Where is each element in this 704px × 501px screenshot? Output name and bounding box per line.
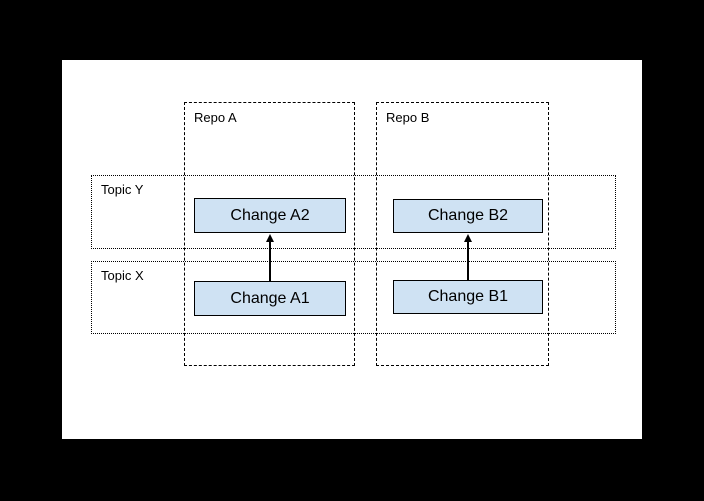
change-b2-label: Change B2 bbox=[427, 207, 509, 224]
topic-x-band: Topic X bbox=[91, 261, 616, 334]
arrow-line bbox=[467, 241, 469, 280]
change-b2-box: Change B2 bbox=[393, 199, 543, 233]
change-a2-box: Change A2 bbox=[194, 198, 346, 233]
topic-y-band: Topic Y bbox=[91, 175, 616, 249]
arrow-b1-to-b2 bbox=[464, 234, 472, 280]
change-b1-label: Change B1 bbox=[427, 288, 509, 305]
repo-a-container: Repo A bbox=[184, 102, 355, 366]
repo-b-label: Repo B bbox=[386, 110, 430, 125]
repo-a-label: Repo A bbox=[194, 110, 237, 125]
arrow-line bbox=[269, 241, 271, 281]
repo-b-container: Repo B bbox=[376, 102, 549, 366]
topic-y-label: Topic Y bbox=[101, 182, 144, 197]
change-a1-label: Change A1 bbox=[230, 289, 310, 307]
change-a1-box: Change A1 bbox=[194, 281, 346, 316]
diagram-canvas: Repo A Repo B Topic Y Topic X Change A2 … bbox=[62, 60, 642, 439]
topic-x-label: Topic X bbox=[101, 268, 144, 283]
change-b1-box: Change B1 bbox=[393, 280, 543, 314]
arrow-a1-to-a2 bbox=[266, 234, 274, 281]
arrow-up-head-icon bbox=[464, 234, 472, 242]
change-a2-label: Change A2 bbox=[230, 206, 310, 224]
arrow-up-head-icon bbox=[266, 234, 274, 242]
